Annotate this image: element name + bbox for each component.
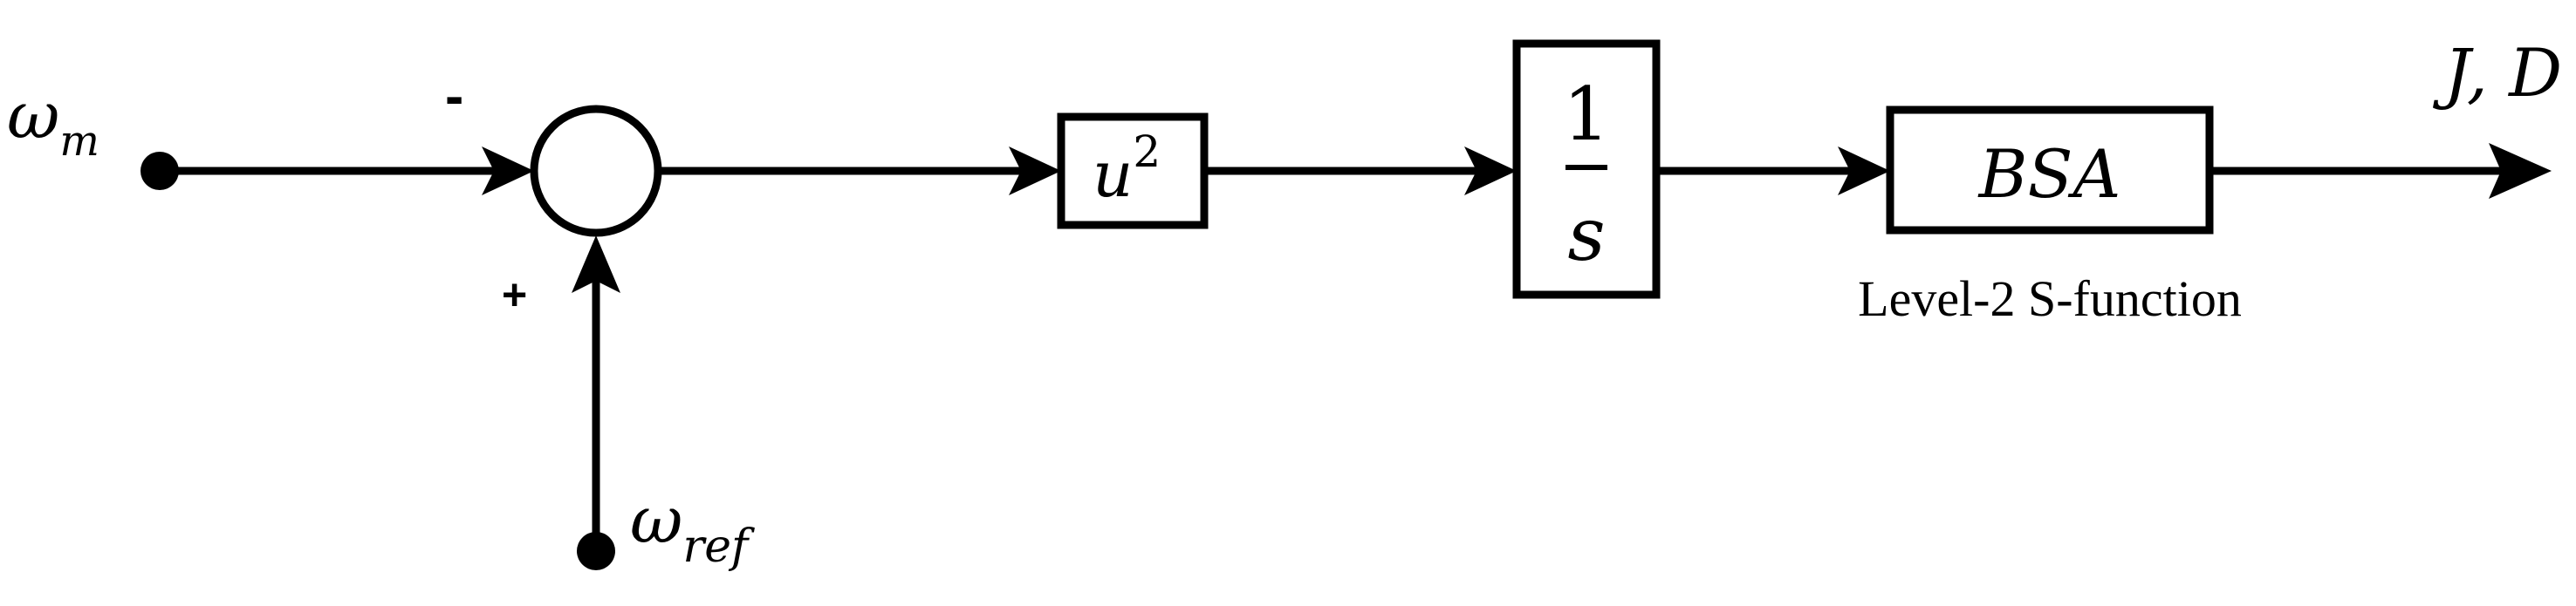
bsa-block-caption: Level-2 S-function: [1858, 270, 2242, 327]
wire-integrator-to-bsa: [1656, 146, 1890, 195]
arrowhead-into-square-block: [1009, 146, 1061, 195]
integrator-denominator: s: [1567, 192, 1605, 277]
output-label: J, D: [2433, 34, 2562, 112]
square-block-exponent: 2: [1133, 126, 1161, 177]
bsa-block: BSA Level-2 S-function: [1858, 106, 2242, 327]
wire-sum-to-square: [658, 146, 1061, 195]
arrowhead-into-sum-bottom: [572, 235, 620, 293]
wire-omega-m-to-sum: [160, 146, 534, 195]
omega-m-subscript: m: [59, 117, 99, 166]
square-block-label: u2: [1093, 126, 1161, 211]
wire-square-to-integrator: [1204, 146, 1517, 195]
sum-circle: [530, 105, 662, 237]
omega-m-input: ωm: [7, 78, 179, 190]
arrowhead-into-bsa: [1838, 146, 1890, 195]
square-block: u2: [1057, 112, 1209, 229]
plus-sign: +: [502, 270, 527, 319]
summing-junction: - +: [445, 65, 662, 319]
bsa-block-label: BSA: [1977, 135, 2121, 213]
minus-sign: -: [445, 65, 463, 127]
integrator-numerator: 1: [1563, 71, 1609, 157]
integrator-block: 1 s: [1512, 39, 1661, 299]
wire-omega-ref-to-sum: [572, 235, 620, 551]
omega-ref-subscript: ref: [682, 521, 755, 573]
omega-ref-label: ωref: [630, 483, 755, 573]
omega-m-label: ωm: [7, 78, 99, 166]
omega-ref-input: ωref: [577, 483, 755, 573]
arrowhead-into-sum-left: [482, 146, 534, 195]
arrowhead-output: [2489, 143, 2552, 199]
arrowhead-into-integrator: [1464, 146, 1517, 195]
wire-bsa-to-output: [2209, 143, 2552, 199]
